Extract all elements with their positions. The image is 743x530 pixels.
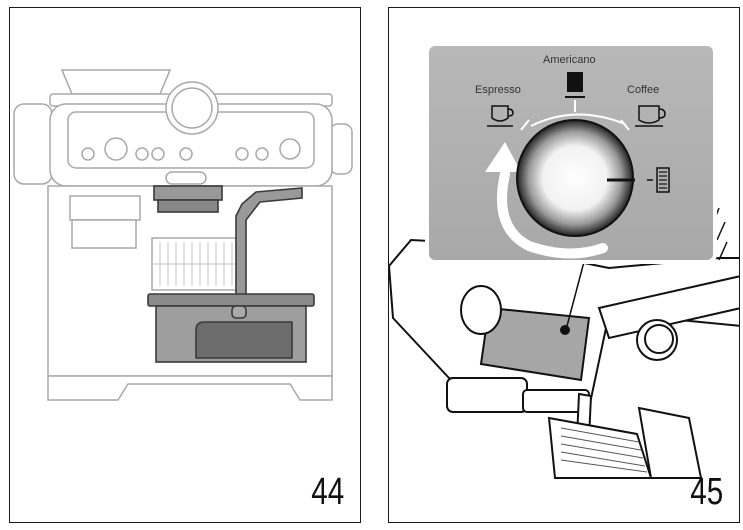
dial-label-coffee: Coffee [627, 84, 660, 96]
panel-button [255, 147, 269, 161]
panel-button [179, 147, 193, 161]
gauge-outline [460, 285, 502, 335]
grinder-outlet [71, 219, 137, 249]
right-side-knob [329, 123, 353, 175]
steam-dial [279, 138, 301, 160]
figure-number: 44 [311, 471, 344, 513]
drip-tray [547, 416, 653, 479]
dial-label-espresso: Espresso [475, 84, 521, 96]
machine-top-edge [597, 275, 739, 340]
grinder-cradle [69, 195, 141, 221]
dial-label-americano: Americano [543, 54, 596, 66]
container-cutout [195, 321, 293, 359]
machine-leg [637, 406, 703, 479]
dial-closeup-drawing [389, 42, 739, 479]
bean-hopper [60, 69, 172, 95]
panel-button [135, 147, 149, 161]
selector-knob[interactable] [516, 119, 634, 237]
hot-water-icon [647, 167, 670, 193]
figure-number: 45 [690, 471, 723, 513]
pressure-gauge-inner [171, 87, 213, 129]
group-head-base [157, 199, 219, 213]
panel-button [81, 147, 95, 161]
rotation-arrow [497, 169, 608, 259]
side-knob-inner [644, 324, 674, 354]
container-rim [147, 293, 315, 307]
espresso-cup-icon [487, 105, 514, 127]
logo-plate [165, 171, 207, 185]
panel-button [151, 147, 165, 161]
spout-tip [231, 305, 247, 319]
machine-base [47, 375, 333, 401]
group-head [153, 185, 223, 201]
americano-mug-icon [565, 72, 585, 98]
panel-button [235, 147, 249, 161]
left-side-knob [13, 103, 53, 185]
figure-45-panel: Americano Espresso Coffee 45 [388, 7, 740, 523]
figure-44-panel: 44 [9, 7, 361, 523]
espresso-machine-drawing [13, 69, 353, 401]
coffee-cup-icon [635, 105, 666, 127]
group-head [446, 377, 528, 413]
grind-dial [104, 137, 128, 161]
